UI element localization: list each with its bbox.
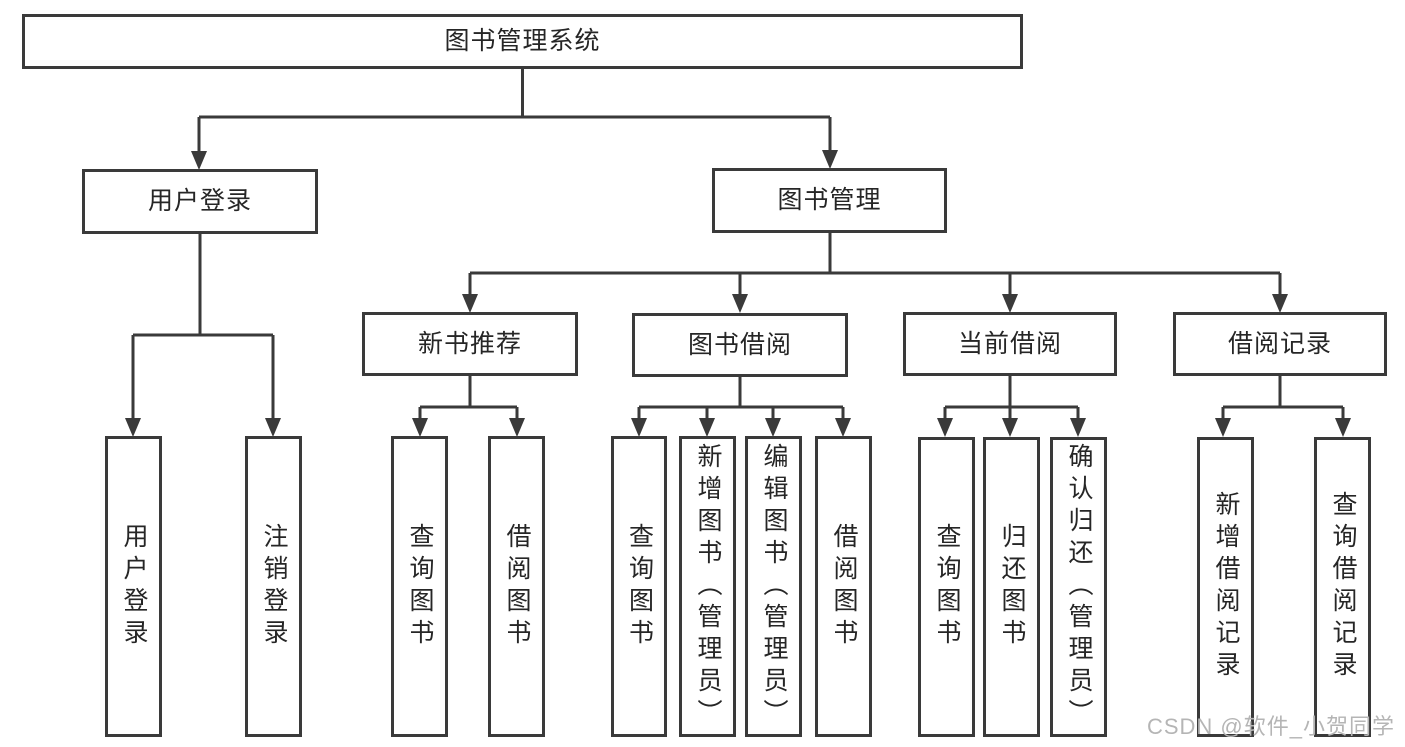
arrow-down-icon — [699, 418, 715, 437]
leaf-label: 新增图书（管理员） — [694, 442, 722, 731]
leaf-records-query-borrow-record: 查询借阅记录 — [1314, 437, 1371, 737]
node-label: 图书借阅 — [687, 330, 792, 359]
node-new-book-recommendation: 新书推荐 — [362, 312, 578, 376]
leaf-borrowing-query-books: 查询图书 — [611, 436, 667, 737]
leaf-label: 借阅图书 — [830, 522, 858, 651]
arrow-down-icon — [1272, 294, 1288, 313]
leaf-records-add-borrow-record: 新增借阅记录 — [1197, 437, 1254, 737]
arrow-down-icon — [631, 418, 647, 437]
node-library-management-system: 图书管理系统 — [22, 14, 1023, 69]
node-borrowing-records: 借阅记录 — [1173, 312, 1387, 376]
arrow-down-icon — [265, 418, 281, 437]
node-label: 图书管理系统 — [444, 27, 601, 55]
arrow-down-icon — [1215, 418, 1231, 437]
arrow-down-icon — [835, 418, 851, 437]
arrow-down-icon — [765, 418, 781, 437]
node-user-login-branch: 用户登录 — [82, 169, 318, 234]
arrow-down-icon — [509, 418, 525, 437]
leaf-current-confirm-return-admin: 确认归还（管理员） — [1050, 437, 1107, 737]
leaf-logout: 注销登录 — [245, 436, 302, 737]
arrow-down-icon — [125, 418, 141, 437]
node-label: 图书管理 — [777, 186, 882, 214]
leaf-label: 编辑图书（管理员） — [760, 442, 788, 731]
node-label: 新书推荐 — [417, 329, 522, 358]
leaf-label: 查询借阅记录 — [1329, 491, 1357, 683]
node-book-borrowing: 图书借阅 — [632, 313, 848, 377]
leaf-label: 确认归还（管理员） — [1065, 443, 1093, 731]
watermark: CSDN @软件_小贺同学 — [1146, 714, 1395, 739]
arrow-down-icon — [1335, 418, 1351, 437]
leaf-borrowing-borrow-books: 借阅图书 — [815, 436, 872, 737]
leaf-borrowing-edit-book-admin: 编辑图书（管理员） — [745, 436, 802, 737]
leaf-label: 查询图书 — [625, 522, 654, 651]
node-label: 用户登录 — [147, 187, 252, 215]
node-current-borrowing: 当前借阅 — [903, 312, 1117, 376]
leaf-label: 用户登录 — [120, 522, 148, 651]
arrow-down-icon — [462, 294, 478, 313]
leaf-label: 借阅图书 — [503, 522, 531, 651]
arrow-down-icon — [1070, 418, 1086, 437]
leaf-borrowing-add-book-admin: 新增图书（管理员） — [679, 436, 736, 737]
leaf-newbooks-query-books: 查询图书 — [391, 436, 448, 737]
arrow-down-icon — [1002, 418, 1018, 437]
arrow-down-icon — [191, 151, 207, 170]
leaf-user-login: 用户登录 — [105, 436, 162, 737]
leaf-label: 查询图书 — [933, 523, 961, 651]
arrow-down-icon — [1002, 294, 1018, 313]
leaf-current-return-books: 归还图书 — [983, 437, 1040, 737]
leaf-current-query-books: 查询图书 — [918, 437, 975, 737]
arrow-down-icon — [822, 150, 838, 169]
node-label: 当前借阅 — [957, 329, 1062, 358]
leaf-newbooks-borrow-books: 借阅图书 — [488, 436, 545, 737]
node-book-management-branch: 图书管理 — [712, 168, 947, 233]
leaf-label: 查询图书 — [406, 522, 434, 651]
arrow-down-icon — [412, 418, 428, 437]
leaf-label: 归还图书 — [998, 523, 1026, 651]
leaf-label: 注销登录 — [260, 522, 288, 651]
node-label: 借阅记录 — [1227, 329, 1332, 358]
arrow-down-icon — [937, 418, 953, 437]
leaf-label: 新增借阅记录 — [1212, 491, 1240, 683]
arrow-down-icon — [732, 294, 748, 313]
